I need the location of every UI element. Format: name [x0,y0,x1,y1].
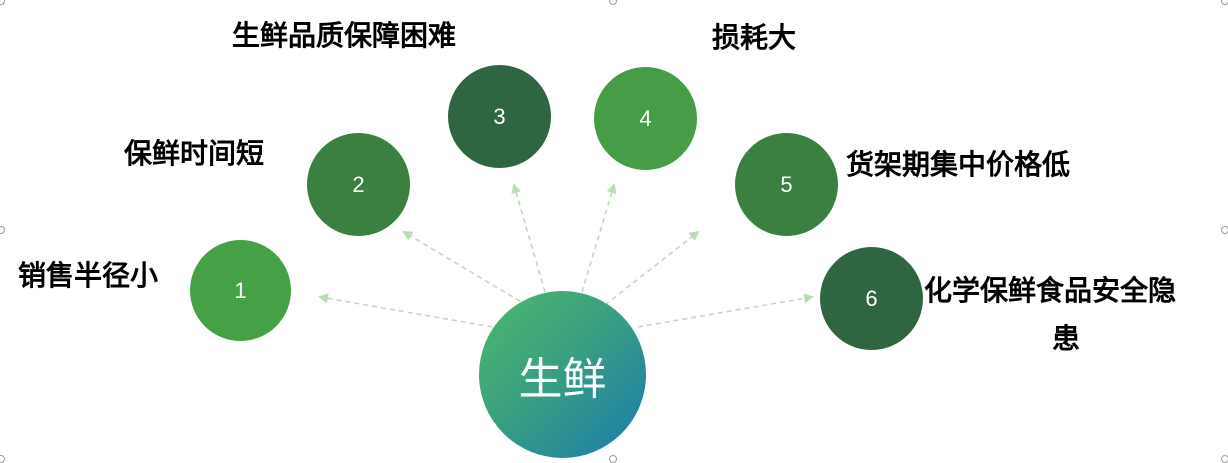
frame-handle-top-right[interactable] [1221,0,1228,5]
arrow-to-node-1 [318,293,511,331]
node-6-label-line-2: 患 [1052,322,1081,355]
node-4-label: 损耗大 [712,21,797,54]
node-2[interactable]: 2 [307,133,410,236]
frame-handle-middle-left[interactable] [0,226,5,234]
node-2-label: 保鲜时间短 [124,137,265,170]
node-3[interactable]: 3 [448,65,551,168]
arrow-to-node-6 [637,293,814,328]
node-2-number: 2 [352,171,365,197]
frame-handle-top-center[interactable] [609,0,617,5]
node-6-number: 6 [865,285,878,311]
node-3-label: 生鲜品质保障困难 [232,19,457,52]
node-4-number: 4 [639,105,652,131]
node-4[interactable]: 4 [594,67,697,170]
node-6-label-line-1: 化学保鲜食品安全隐 [924,274,1177,307]
frame-handle-top-left[interactable] [0,0,5,5]
node-6[interactable]: 6 [820,247,923,350]
arrow-to-node-3 [511,183,546,293]
node-3-number: 3 [493,103,506,129]
node-5-label: 货架期集中价格低 [846,148,1071,181]
node-1-label: 销售半径小 [18,259,159,292]
node-1[interactable]: 1 [190,240,291,341]
center-node[interactable]: 生鲜 [479,291,646,458]
node-5[interactable]: 5 [735,133,838,236]
node-5-number: 5 [780,171,793,197]
node-1-number: 1 [234,277,247,303]
arrow-to-node-4 [581,183,617,293]
arrow-to-node-5 [604,230,700,306]
center-node-label: 生鲜 [518,353,607,405]
arrow-to-node-2 [402,230,529,307]
frame-handle-middle-right[interactable] [1221,226,1228,234]
